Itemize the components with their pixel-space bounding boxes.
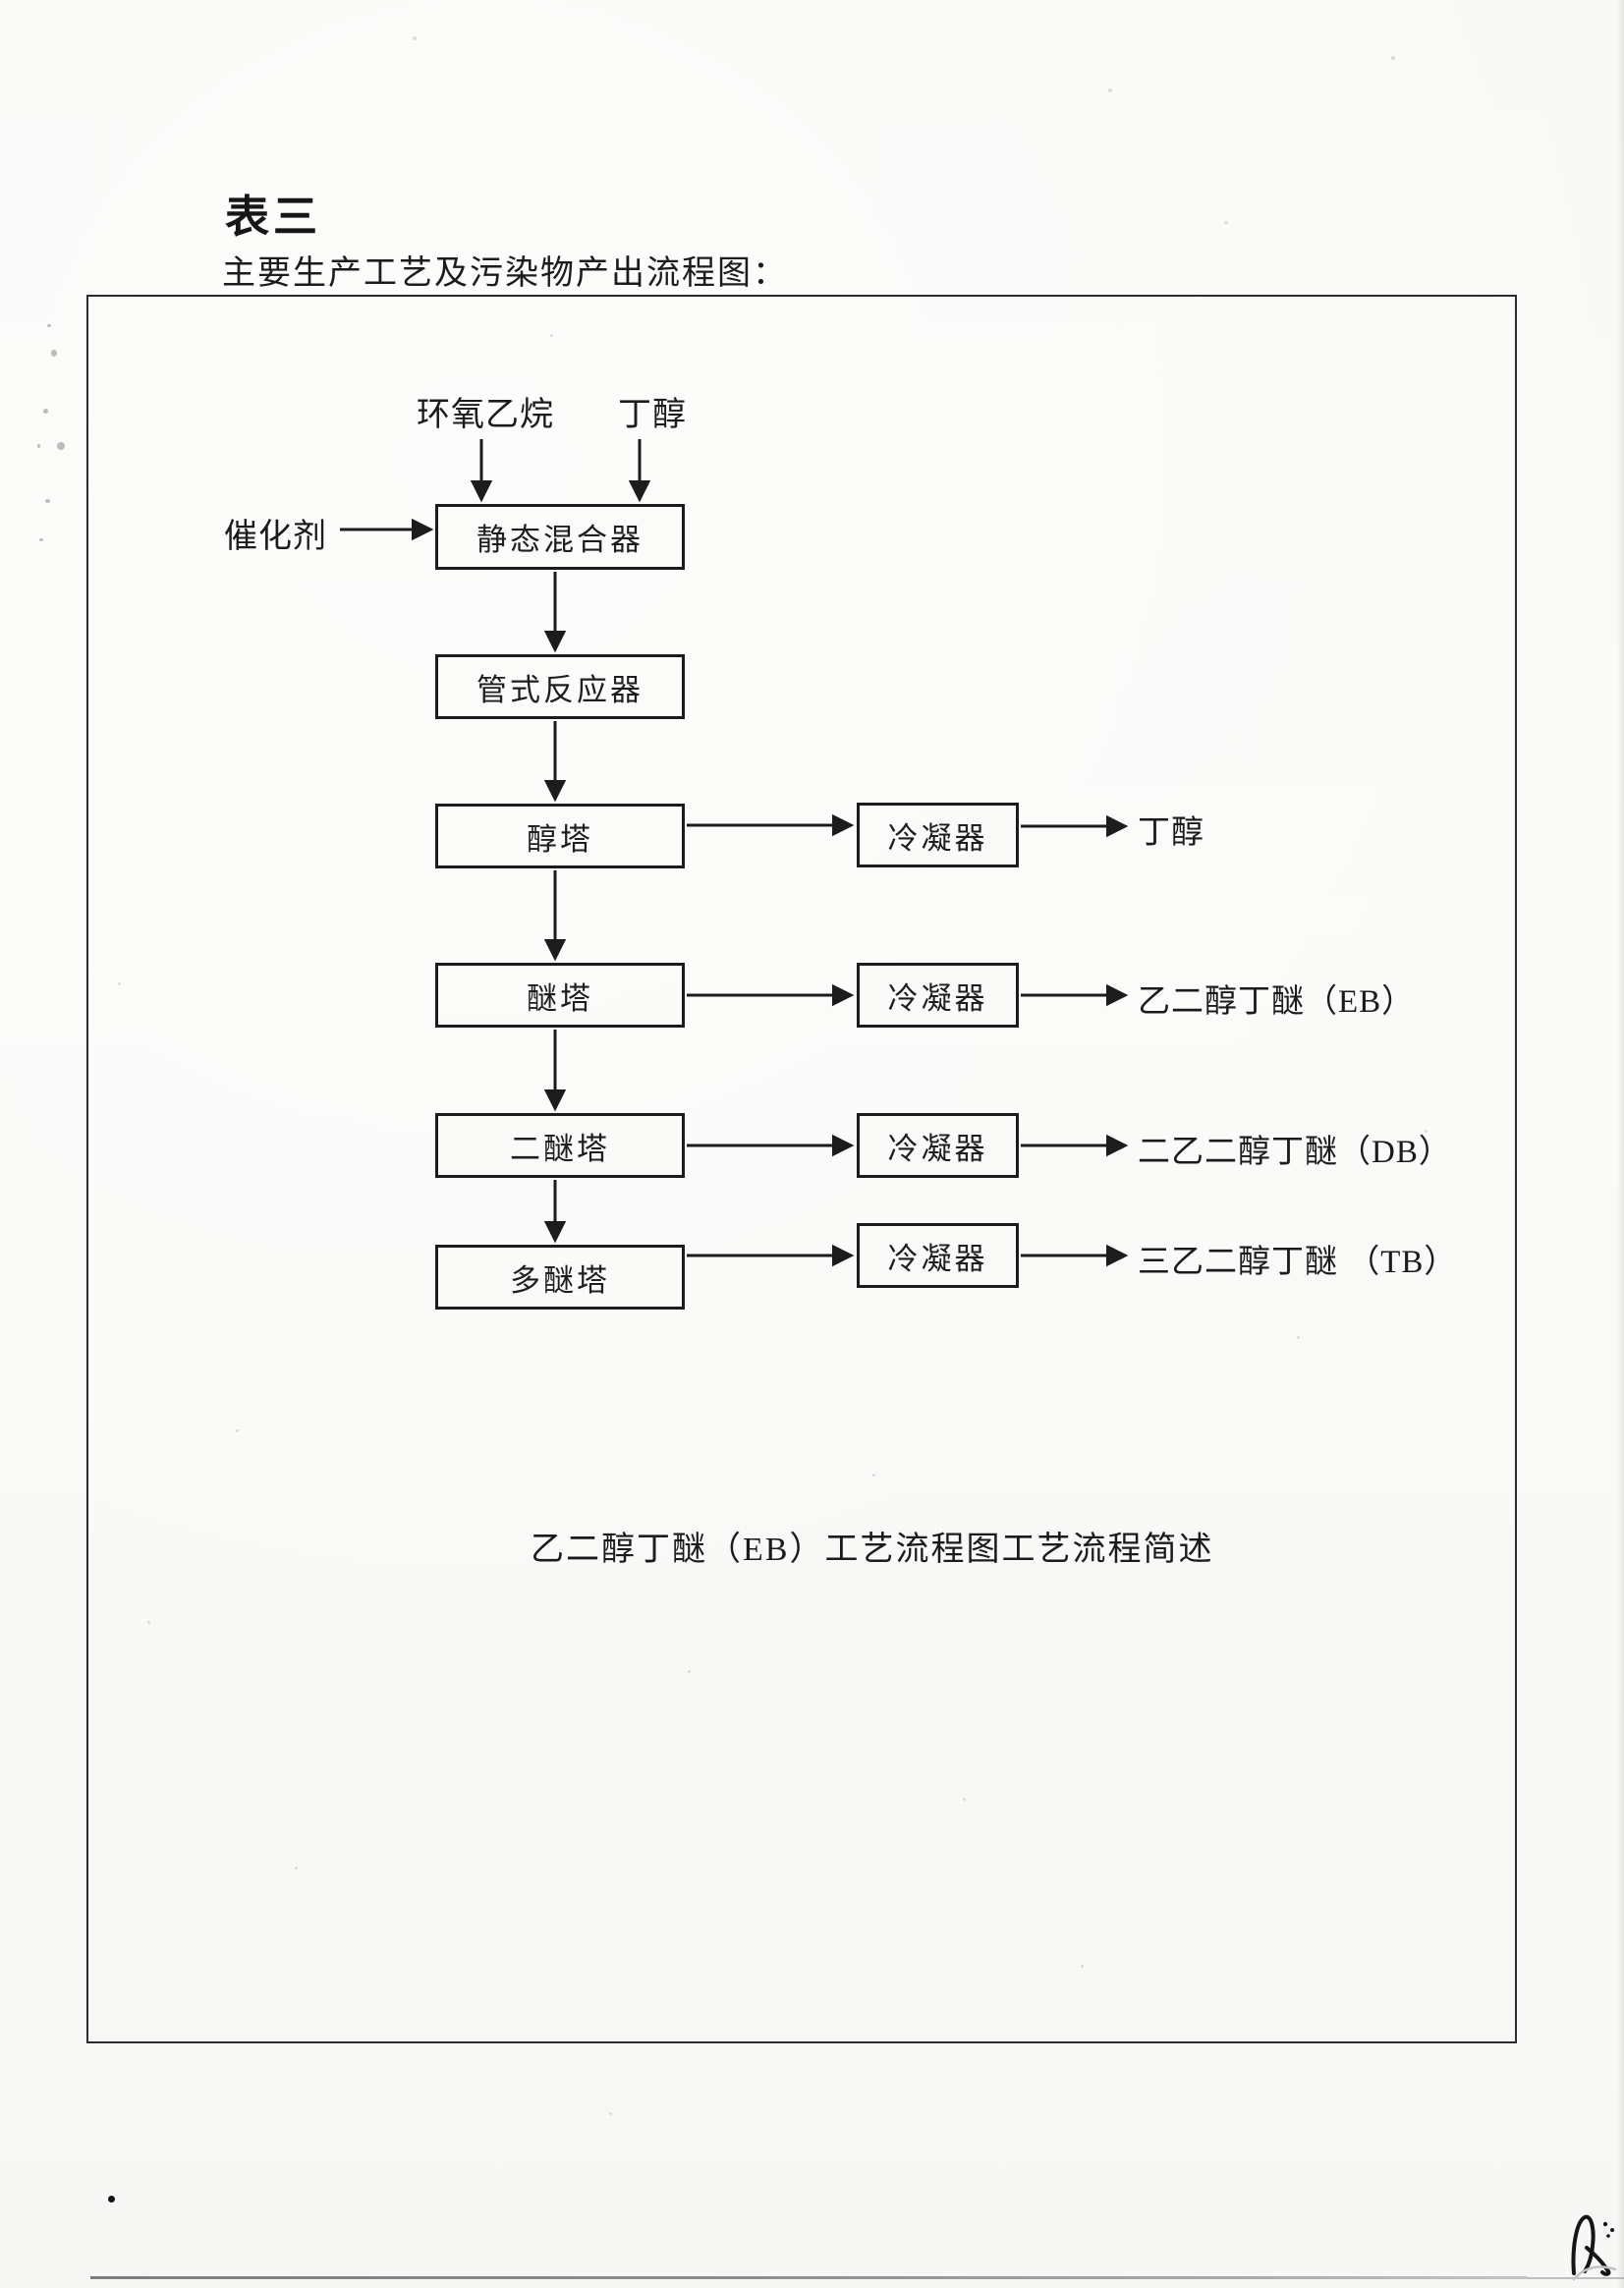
handwritten-mark	[1571, 2214, 1614, 2276]
diagram-caption: 乙二醇丁醚（EB）工艺流程图工艺流程简述	[531, 1532, 1214, 1568]
scan-speck	[37, 444, 40, 448]
input-label-ethylene-oxide: 环氧乙烷	[417, 397, 554, 433]
output-label-tb: 三乙二醇丁醚 （TB）	[1138, 1245, 1458, 1280]
scan-speck	[43, 409, 48, 414]
scan-speck	[118, 982, 121, 985]
scan-speck	[295, 1867, 298, 1869]
scan-speck	[47, 324, 51, 327]
scan-speck	[1297, 1336, 1300, 1339]
scan-speck	[1108, 88, 1112, 92]
scan-speck	[1224, 221, 1228, 224]
ether-tower-box: 醚塔	[435, 963, 685, 1028]
condenser-box-2: 冷凝器	[857, 963, 1019, 1028]
scan-speck	[1391, 56, 1395, 60]
diagram-frame	[86, 295, 1517, 2043]
condenser-box-1: 冷凝器	[857, 803, 1019, 867]
condenser-box-4: 冷凝器	[857, 1223, 1019, 1288]
scan-speck	[1081, 1965, 1084, 1968]
scan-speck	[1425, 1130, 1428, 1133]
scan-speck	[45, 499, 50, 503]
scan-smudge-curl	[1572, 2265, 1617, 2281]
scan-bottom-edge-line	[90, 2276, 1527, 2279]
output-label-db: 二乙二醇丁醚（DB）	[1138, 1135, 1452, 1170]
scan-speck	[872, 1474, 875, 1477]
diether-tower-box: 二醚塔	[435, 1113, 685, 1178]
output-label-butanol: 丁醇	[1138, 815, 1204, 851]
catalyst-label: 催化剂	[224, 519, 327, 555]
page-subtitle: 主要生产工艺及污染物产出流程图：	[222, 255, 788, 292]
output-label-eb: 乙二醇丁醚（EB）	[1138, 984, 1416, 1020]
static-mixer-box: 静态混合器	[435, 504, 685, 570]
scan-right-edge-shade	[1617, 0, 1624, 2288]
polyether-tower-box: 多醚塔	[435, 1245, 685, 1310]
scan-speck	[963, 1798, 966, 1801]
scan-speck	[236, 1429, 239, 1432]
scan-speck	[39, 538, 43, 541]
scan-speck	[51, 350, 57, 357]
scan-speck	[57, 442, 65, 450]
alcohol-tower-box: 醇塔	[435, 804, 685, 868]
scan-speck	[688, 1670, 691, 1673]
scan-ink-dot	[108, 2196, 115, 2203]
tubular-reactor-box: 管式反应器	[435, 654, 685, 719]
condenser-box-3: 冷凝器	[857, 1113, 1019, 1178]
input-label-butanol: 丁醇	[618, 397, 687, 433]
scan-speck	[609, 2112, 612, 2115]
scan-speck	[147, 1621, 150, 1624]
scan-speck	[550, 334, 553, 337]
scan-speck	[413, 36, 417, 40]
page-title: 表三	[225, 193, 322, 242]
